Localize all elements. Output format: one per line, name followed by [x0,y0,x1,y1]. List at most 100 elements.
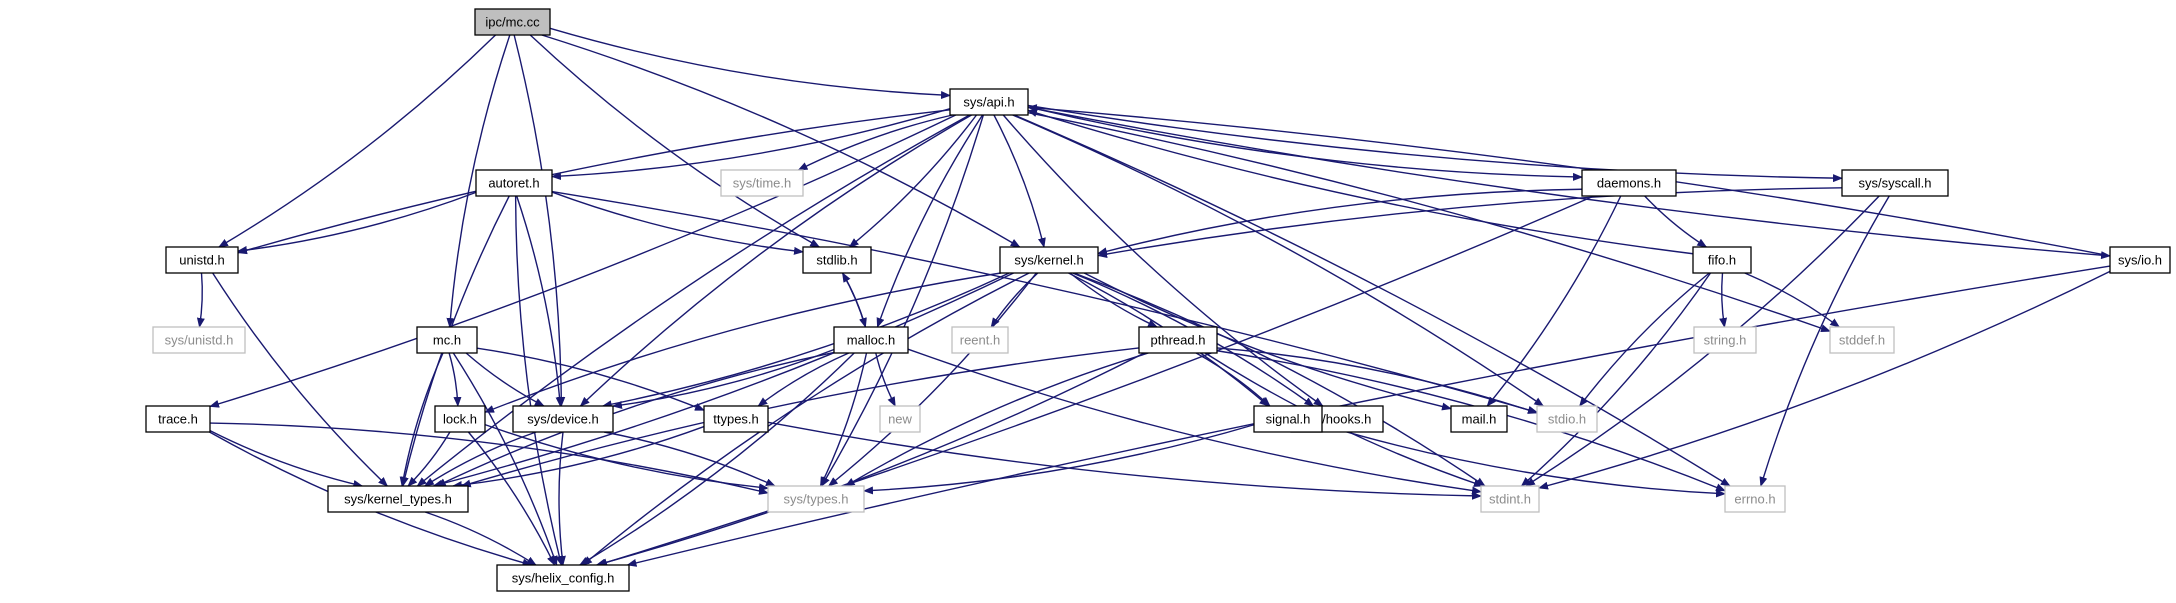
edge-sys_api_h-to-trace_h [209,114,957,408]
node-malloc-h[interactable]: malloc.h [833,326,909,354]
node-box [327,485,469,513]
edge-sys_api_h-to-stddef_h [1027,111,1831,333]
edge-sys_syscall_h-to-errno_h [1759,195,1890,487]
node-box [434,405,486,433]
edge-ipc_mc_cc-to-sys_kernel_h [541,34,1021,248]
node-label: stdint.h [1489,492,1531,507]
edge-fifo_h-to-stddef_h [1744,272,1841,328]
node-label: reent.h [960,333,1000,348]
node-label: unistd.h [179,253,225,268]
node-label: stdio.h [1548,412,1586,427]
node-label: sys/syscall.h [1859,176,1932,191]
node-stddef-h: stddef.h [1829,326,1895,354]
edge-malloc_h-to-sys_device_h [612,348,835,409]
node-box [1841,169,1949,197]
node-sys-api-h[interactable]: sys/api.h [949,88,1029,116]
edge-sys_api_h-to-sys_kernel_h [993,114,1046,248]
edge-ipc_mc_cc-to-mc_h [446,34,511,328]
node-ipc-mc-cc[interactable]: ipc/mc.cc [474,8,551,36]
node-sys-time-h: sys/time.h [720,169,804,197]
node-label: sys/types.h [783,492,848,507]
node-label: malloc.h [847,333,895,348]
edge-lock_h-to-sys_kernel_types_h [407,431,451,487]
edge-fifo_h-to-stdio_h [1579,272,1710,407]
edge-sys_device_h-to-sys_types_h [603,431,776,487]
node-mail-h[interactable]: mail.h [1450,405,1508,433]
edge-daemons_h-to-fifo_h [1644,195,1708,248]
node-label: sys/kernel_types.h [344,492,452,507]
node-label: ipc/mc.cc [485,15,540,30]
node-sys-kernel-types-h[interactable]: sys/kernel_types.h [327,485,469,513]
node-box [416,326,478,354]
node-label: sys/kernel.h [1014,253,1083,268]
edge-autoret_h-to-unistd_h [237,191,477,254]
node-pthread-h[interactable]: pthread.h [1138,326,1218,354]
edge-sys_api_h-to-sys_syscall_h [1027,104,1843,183]
node-box [949,88,1029,116]
edge-sys_kernel_h-to-sys_kernel_types_h [432,272,1014,488]
node-label: sys/helix_config.h [512,571,615,586]
node-box [474,8,551,36]
edge-sys_device_h-to-sys_kernel_types_h [423,431,537,487]
node-label: trace.h [158,412,198,427]
node-new: new [879,405,921,433]
node-label: autoret.h [488,176,539,191]
edge-sys_kernel_h-to-stdint_h [1073,272,1486,487]
edge-sys_api_h-to-stdlib_h [848,114,978,248]
node-label: pthread.h [1151,333,1206,348]
edge-sys_api_h-to-daemons_h [1027,106,1583,181]
node-lock-h[interactable]: lock.h [434,405,486,433]
node-sys-helix-config-h[interactable]: sys/helix_config.h [496,564,630,592]
edge-signal_h-to-errno_h [1321,424,1726,498]
edge-mc_h-to-sys_helix_config_h [452,352,558,566]
node-label: fifo.h [1708,253,1736,268]
node-daemons-h[interactable]: daemons.h [1581,169,1677,197]
node-sys-kernel-h[interactable]: sys/kernel.h [999,246,1099,274]
edge-fifo_h-to-string_h [1719,272,1728,328]
node-unistd-h[interactable]: unistd.h [165,246,239,274]
node-autoret-h[interactable]: autoret.h [475,169,553,197]
edge-fifo_h-to-stdint_h [1520,272,1712,487]
edge-sys_kernel_h-to-sys_device_h [601,272,1010,409]
node-label: sys/device.h [527,412,599,427]
edge-autoret_h-to-sys_helix_config_h [514,195,564,566]
edge-pthread_h-to-signal_h [1195,352,1271,407]
edge-ipc_mc_cc-to-sys_device_h [513,34,566,407]
node-sys-syscall-h[interactable]: sys/syscall.h [1841,169,1949,197]
node-box [833,326,909,354]
node-sys-device-h[interactable]: sys/device.h [512,405,614,433]
node-box [1693,326,1757,354]
edge-daemons_h-to-sys_kernel_h [1097,188,1583,256]
node-label: mail.h [1462,412,1497,427]
node-signal-h[interactable]: signal.h [1253,405,1323,433]
node-box [1253,405,1323,433]
node-label: signal.h [1266,412,1311,427]
node-box [512,405,614,433]
node-mc-h[interactable]: mc.h [416,326,478,354]
edge-sys_kernel_h-to-pthread_h [1069,272,1158,328]
node-stdlib-h[interactable]: stdlib.h [802,246,872,274]
edge-pthread_h-to-stdio_h [1216,347,1538,414]
node-box [165,246,239,274]
edge-sys_api_h-to-malloc_h [876,114,984,328]
edge-sys_syscall_h-to-sys_kernel_h [1097,187,1843,258]
edge-pthread_h-to-sys_kernel_types_h [460,347,1140,488]
node-box [1536,405,1598,433]
node-trace-h[interactable]: trace.h [145,405,211,433]
node-fifo-h[interactable]: fifo.h [1692,246,1752,274]
edge-ttypes_h-to-stdint_h [767,421,1482,500]
edge-sys_device_h-to-sys_helix_config_h [557,431,566,566]
node-ttypes-h[interactable]: ttypes.h [703,405,769,433]
node-box [145,405,211,433]
edge-ipc_mc_cc-to-stdlib_h [529,34,821,248]
node-label: stddef.h [1839,333,1885,348]
node-sys-io-h[interactable]: sys/io.h [2109,246,2171,274]
node-box [1581,169,1677,197]
edge-autoret_h-to-stdio_h [551,190,1538,414]
node-box [999,246,1099,274]
edge-mc_h-to-sys_kernel_types_h [399,352,444,487]
edge-malloc_h-to-sys_types_h [819,352,868,487]
node-box [1138,326,1218,354]
edge-pthread_h-to-sys_types_h [844,352,1149,487]
